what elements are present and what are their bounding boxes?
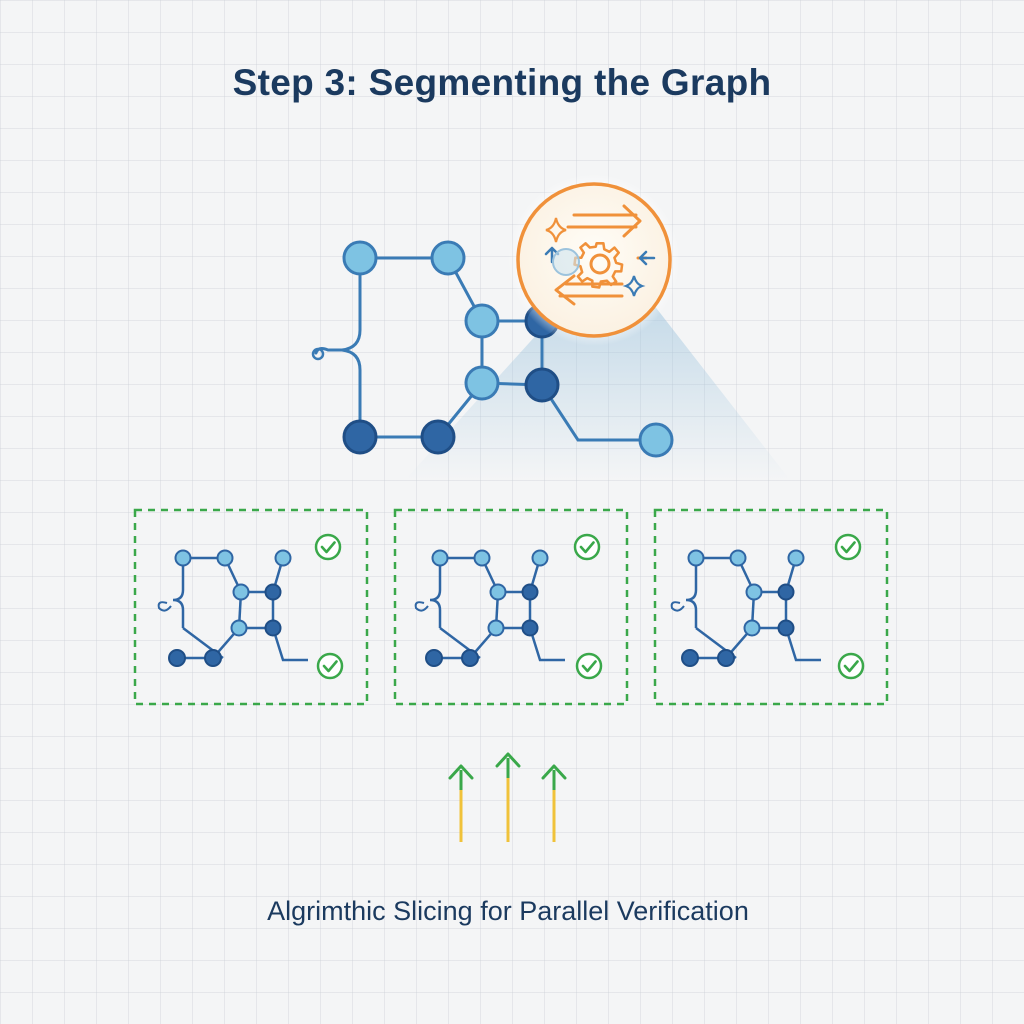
check-circle-icon: [575, 652, 603, 680]
arrow-up-icon: [448, 764, 474, 842]
graph-node: [638, 422, 674, 458]
segment-1: [133, 508, 369, 706]
segment-3: [653, 508, 889, 706]
main-graph: [311, 240, 674, 458]
arrow-up-icon: [495, 752, 521, 842]
check-circle-icon: [314, 533, 342, 561]
check-circle-icon: [837, 652, 865, 680]
page-title: Step 3: Segmenting the Graph: [232, 62, 772, 103]
projection-beam: [405, 300, 790, 480]
graph-input-terminal: [311, 347, 325, 361]
check-circle-icon: [834, 533, 862, 561]
graph-node: [524, 367, 560, 403]
caption: Algrimthic Slicing for Parallel Verifica…: [267, 896, 749, 926]
segment-2: [393, 508, 629, 706]
check-circle-icon: [316, 652, 344, 680]
graph-node: [464, 365, 500, 401]
gear-arrows-icon: [508, 174, 680, 346]
graph-node: [342, 240, 378, 276]
graph-node: [430, 240, 466, 276]
graph-node: [342, 419, 378, 455]
graph-node: [420, 419, 456, 455]
arrow-up-icon: [541, 764, 567, 842]
graph-node: [464, 303, 500, 339]
check-circle-icon: [573, 533, 601, 561]
